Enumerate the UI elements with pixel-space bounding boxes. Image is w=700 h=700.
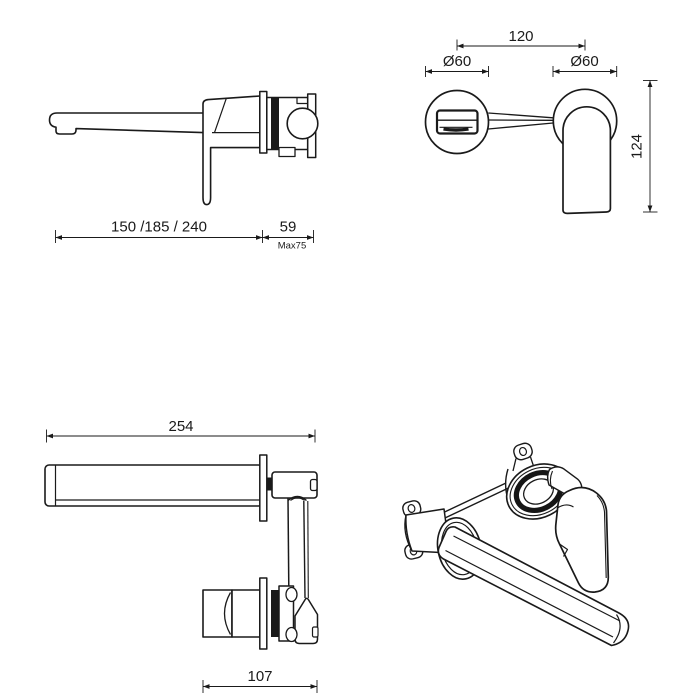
grip-notch	[311, 626, 319, 638]
lever-shoulder-arc	[287, 495, 307, 502]
handle-3d-notch	[559, 543, 569, 557]
block-notch	[309, 478, 318, 492]
connection-pipe-line	[488, 112, 554, 119]
side-view: 150 /185 / 240 59 Max75	[48, 90, 319, 252]
wall-flange-top-spout	[259, 454, 268, 522]
wall-flange-top-valve	[259, 577, 268, 650]
spout-3d-outline	[437, 526, 630, 647]
spout-3d-tip-arc	[613, 614, 621, 644]
mount-ear-hole	[518, 446, 528, 457]
dim-handle-rosette-diameter: Ø60	[570, 53, 598, 70]
handle-3d-side-edge	[596, 495, 607, 579]
lever-right-edge	[303, 500, 306, 599]
lever-pivot-bump	[285, 586, 298, 603]
lever-left-edge	[287, 497, 290, 589]
spout-inlet-connector	[266, 477, 272, 491]
in-wall-rod-line	[433, 482, 507, 518]
lever-right-edge-highlight	[307, 500, 309, 599]
cartridge-circle	[286, 107, 319, 140]
spout-3d-top-edge	[453, 535, 621, 622]
handle-3d-collar-arc	[557, 504, 574, 509]
spout-3d-bottom-edge	[445, 549, 614, 638]
cartridge-cylinder-arc	[223, 592, 232, 635]
handle-front-outline	[562, 106, 612, 215]
mount-ear-top-right	[513, 442, 533, 461]
lever-pivot-bump	[285, 626, 298, 643]
dim-handle-height: 124	[629, 134, 646, 159]
lever-grip-top-outline	[294, 597, 319, 645]
connection-pipe-line	[488, 122, 554, 130]
front-view: 120 Ø60 Ø60 124	[424, 28, 658, 215]
valve-sleeve	[231, 589, 261, 638]
dim-center-distance: 120	[508, 28, 533, 45]
valve-bottom-tab	[278, 146, 296, 158]
aerator-slot-bar	[443, 127, 469, 132]
dim-spout-rosette-diameter: Ø60	[443, 53, 471, 70]
dim-max-note: Max75	[278, 241, 307, 252]
cover-seam-diagonal	[213, 97, 228, 133]
spout-side-outline	[48, 112, 204, 135]
mixer-cover-and-lever-outline	[202, 95, 261, 206]
dim-overall-length: 254	[168, 418, 193, 435]
o-ring-band-top	[271, 590, 279, 637]
cartridge-neck-arc	[549, 470, 554, 490]
dim-spout-length: 150 /185 / 240	[111, 219, 207, 236]
bracket-neck-line	[512, 458, 517, 472]
spout-mount-cylinder-cap	[404, 514, 413, 552]
mount-ear-hole	[407, 504, 416, 513]
wall-flange-side	[259, 90, 268, 154]
o-ring-band-side	[271, 97, 279, 150]
handle-3d-outline	[554, 486, 610, 593]
top-view: 254 107	[44, 418, 319, 693]
dim-body-depth: 107	[247, 668, 272, 685]
lever-shoulder-arc-inner	[290, 497, 305, 501]
in-wall-rod-line	[436, 487, 509, 523]
valve-top-step	[296, 97, 308, 105]
dim-behind-wall-depth: 59	[280, 219, 297, 236]
perspective-view	[402, 442, 630, 647]
